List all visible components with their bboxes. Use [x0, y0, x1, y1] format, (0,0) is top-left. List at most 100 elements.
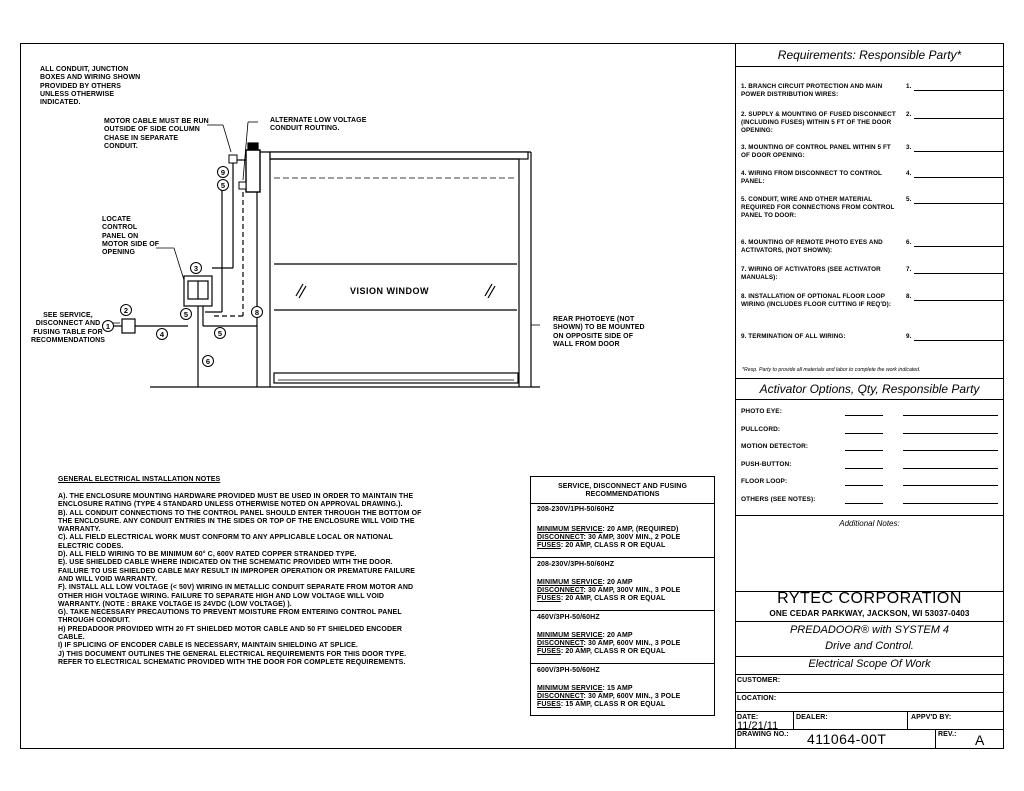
- date-label: DATE:: [737, 714, 759, 721]
- general-note-f: F). INSTALL ALL LOW VOLTAGE (< 50V) WIRI…: [58, 584, 414, 608]
- note-rear-photoeye: REAR PHOTOEYE (NOT SHOWN) TO BE MOUNTED …: [553, 316, 645, 348]
- general-note-j: J) THIS DOCUMENT OUTLINES THE GENERAL EL…: [58, 650, 407, 666]
- general-note-e: E). USE SHIELDED CABLE WHERE INDICATED O…: [58, 559, 416, 583]
- drawing-no-label: DRAWING NO.:: [737, 731, 789, 738]
- requirement-number: 6.: [906, 239, 912, 246]
- requirement-number: 4.: [906, 170, 912, 177]
- note-see-service: SEE SERVICE, DISCONNECT AND FUSING TABLE…: [30, 312, 106, 344]
- activator-party-field[interactable]: [903, 485, 998, 486]
- activator-party-field[interactable]: [903, 502, 998, 504]
- requirement-number: 1.: [906, 83, 912, 90]
- requirement-blank-field[interactable]: [914, 273, 1003, 274]
- requirements-footnote: *Resp. Party to provide all materials an…: [742, 367, 921, 373]
- activator-qty-field[interactable]: [845, 450, 883, 451]
- activators-title: Activator Options, Qty, Responsible Part…: [759, 382, 980, 396]
- requirement-text: 8. INSTALLATION OF OPTIONAL FLOOR LOOP W…: [741, 293, 892, 308]
- activator-qty-field[interactable]: [845, 502, 883, 504]
- requirement-blank-field[interactable]: [914, 203, 1003, 204]
- door-frame: [150, 142, 540, 388]
- requirement-number: 5.: [906, 196, 912, 203]
- svg-text:5: 5: [218, 329, 222, 338]
- general-note-g: G). TAKE NECESSARY PRECAUTIONS TO PREVEN…: [58, 609, 402, 625]
- general-note-d: D). ALL FIELD WIRING TO BE MINIMUM 60° C…: [58, 551, 357, 559]
- note-locate-panel: LOCATE CONTROL PANEL ON MOTOR SIDE OF OP…: [102, 216, 160, 257]
- requirement-blank-field[interactable]: [914, 177, 1003, 178]
- rev-value: A: [975, 732, 985, 748]
- requirement-blank-field[interactable]: [914, 118, 1003, 119]
- rev-label: REV.:: [938, 731, 957, 738]
- requirement-number: 3.: [906, 144, 912, 151]
- product-line-3: Electrical Scope Of Work: [808, 658, 931, 670]
- activator-party-field[interactable]: [903, 415, 998, 416]
- svg-text:3: 3: [194, 264, 198, 273]
- dealer-label: DEALER:: [796, 714, 828, 721]
- activator-party-field[interactable]: [903, 450, 998, 451]
- callout-markers: 1 2 3 4 5 5 6 9 5 8: [102, 166, 263, 367]
- requirement-number: 8.: [906, 293, 912, 300]
- note-alternate-routing: ALTERNATE LOW VOLTAGE CONDUIT ROUTING.: [270, 117, 367, 133]
- activator-label: PULLCORD:: [741, 425, 781, 433]
- title-block: Requirements: Responsible Party* 1. BRAN…: [735, 43, 1004, 749]
- service-table: SERVICE, DISCONNECT AND FUSING RECOMMEND…: [530, 476, 715, 716]
- note-all-conduit: ALL CONDUIT, JUNCTION BOXES AND WIRING S…: [40, 66, 141, 107]
- svg-text:4: 4: [160, 330, 165, 339]
- activator-label: FLOOR LOOP:: [741, 478, 788, 485]
- callout-marker: 3: [190, 262, 202, 274]
- requirement-blank-field[interactable]: [914, 246, 1003, 247]
- requirement-number: 2.: [906, 111, 912, 118]
- activator-qty-field[interactable]: [845, 467, 883, 469]
- general-notes-title: GENERAL ELECTRICAL INSTALLATION NOTES: [58, 476, 221, 483]
- note-motor-cable: MOTOR CABLE MUST BE RUN OUTSIDE OF SIDE …: [104, 118, 209, 150]
- callout-marker: 8: [251, 306, 263, 318]
- general-note-a: A). THE ENCLOSURE MOUNTING HARDWARE PROV…: [58, 493, 414, 509]
- activator-label: MOTION DETECTOR:: [741, 443, 809, 450]
- vision-window-label: VISION WINDOW: [350, 286, 429, 296]
- svg-text:6: 6: [206, 357, 210, 366]
- activator-party-field[interactable]: [903, 432, 998, 434]
- requirement-text: 2. SUPPLY & MOUNTING OF FUSED DISCONNECT…: [741, 111, 896, 134]
- requirement-text: 5. CONDUIT, WIRE AND OTHER MATERIAL REQU…: [741, 196, 895, 219]
- callout-marker: 1: [102, 320, 114, 332]
- general-note-b: B). ALL CONDUIT CONNECTIONS TO THE CONTR…: [58, 509, 422, 534]
- general-note-c: C). ALL FIELD ELECTRICAL WORK MUST CONFO…: [58, 534, 393, 550]
- general-notes-list: A). THE ENCLOSURE MOUNTING HARDWARE PROV…: [58, 493, 423, 667]
- requirement-number: 7.: [906, 266, 912, 273]
- callout-marker: 5: [217, 179, 229, 191]
- requirement-text: 1. BRANCH CIRCUIT PROTECTION AND MAIN PO…: [741, 83, 883, 98]
- callout-marker: 5: [180, 308, 192, 320]
- activator-qty-field[interactable]: [845, 415, 883, 416]
- callout-marker: 6: [202, 355, 214, 367]
- drawing-border: [20, 43, 1004, 749]
- requirement-blank-field[interactable]: [914, 300, 1003, 301]
- svg-text:5: 5: [184, 310, 188, 319]
- requirement-number: 9.: [906, 333, 912, 340]
- activator-party-field[interactable]: [903, 467, 998, 469]
- svg-text:5: 5: [221, 181, 225, 190]
- door-diagram: [106, 121, 540, 388]
- requirement-blank-field[interactable]: [914, 90, 1003, 91]
- general-note-h: H) PREDADOOR PROVIDED WITH 20 FT SHIELDE…: [58, 625, 403, 642]
- activator-qty-field[interactable]: [845, 485, 883, 486]
- general-note-i: I) IF SPLICING OF ENCODER CABLE IS NECES…: [58, 642, 358, 650]
- callout-marker: 9: [217, 166, 229, 178]
- requirement-text: 7. WIRING OF ACTIVATORS (SEE ACTIVATOR M…: [741, 266, 881, 281]
- approved-by-label: APPV'D BY:: [911, 714, 952, 721]
- svg-text:1: 1: [106, 322, 110, 331]
- customer-label: CUSTOMER:: [737, 677, 781, 684]
- glass-marks: [295, 283, 496, 299]
- disconnect-box: [121, 318, 136, 334]
- activator-qty-field[interactable]: [845, 432, 883, 434]
- requirement-blank-field[interactable]: [914, 151, 1003, 152]
- activator-label: PUSH-BUTTON:: [741, 460, 792, 468]
- activator-label: OTHERS (SEE NOTES):: [741, 495, 816, 503]
- callout-marker: 5: [214, 327, 226, 339]
- activator-label: PHOTO EYE:: [741, 408, 782, 415]
- product-line-1: PREDADOOR® with SYSTEM 4: [789, 624, 950, 636]
- requirement-blank-field[interactable]: [914, 340, 1003, 341]
- requirement-text: 4. WIRING FROM DISCONNECT TO CONTROL PAN…: [741, 170, 882, 185]
- product-line-2: Drive and Control.: [825, 640, 914, 652]
- svg-text:2: 2: [124, 306, 128, 315]
- requirement-text: 3. MOUNTING OF CONTROL PANEL WITHIN 5 FT…: [741, 144, 891, 159]
- svg-text:9: 9: [221, 168, 225, 177]
- requirements-title: Requirements: Responsible Party*: [777, 48, 962, 62]
